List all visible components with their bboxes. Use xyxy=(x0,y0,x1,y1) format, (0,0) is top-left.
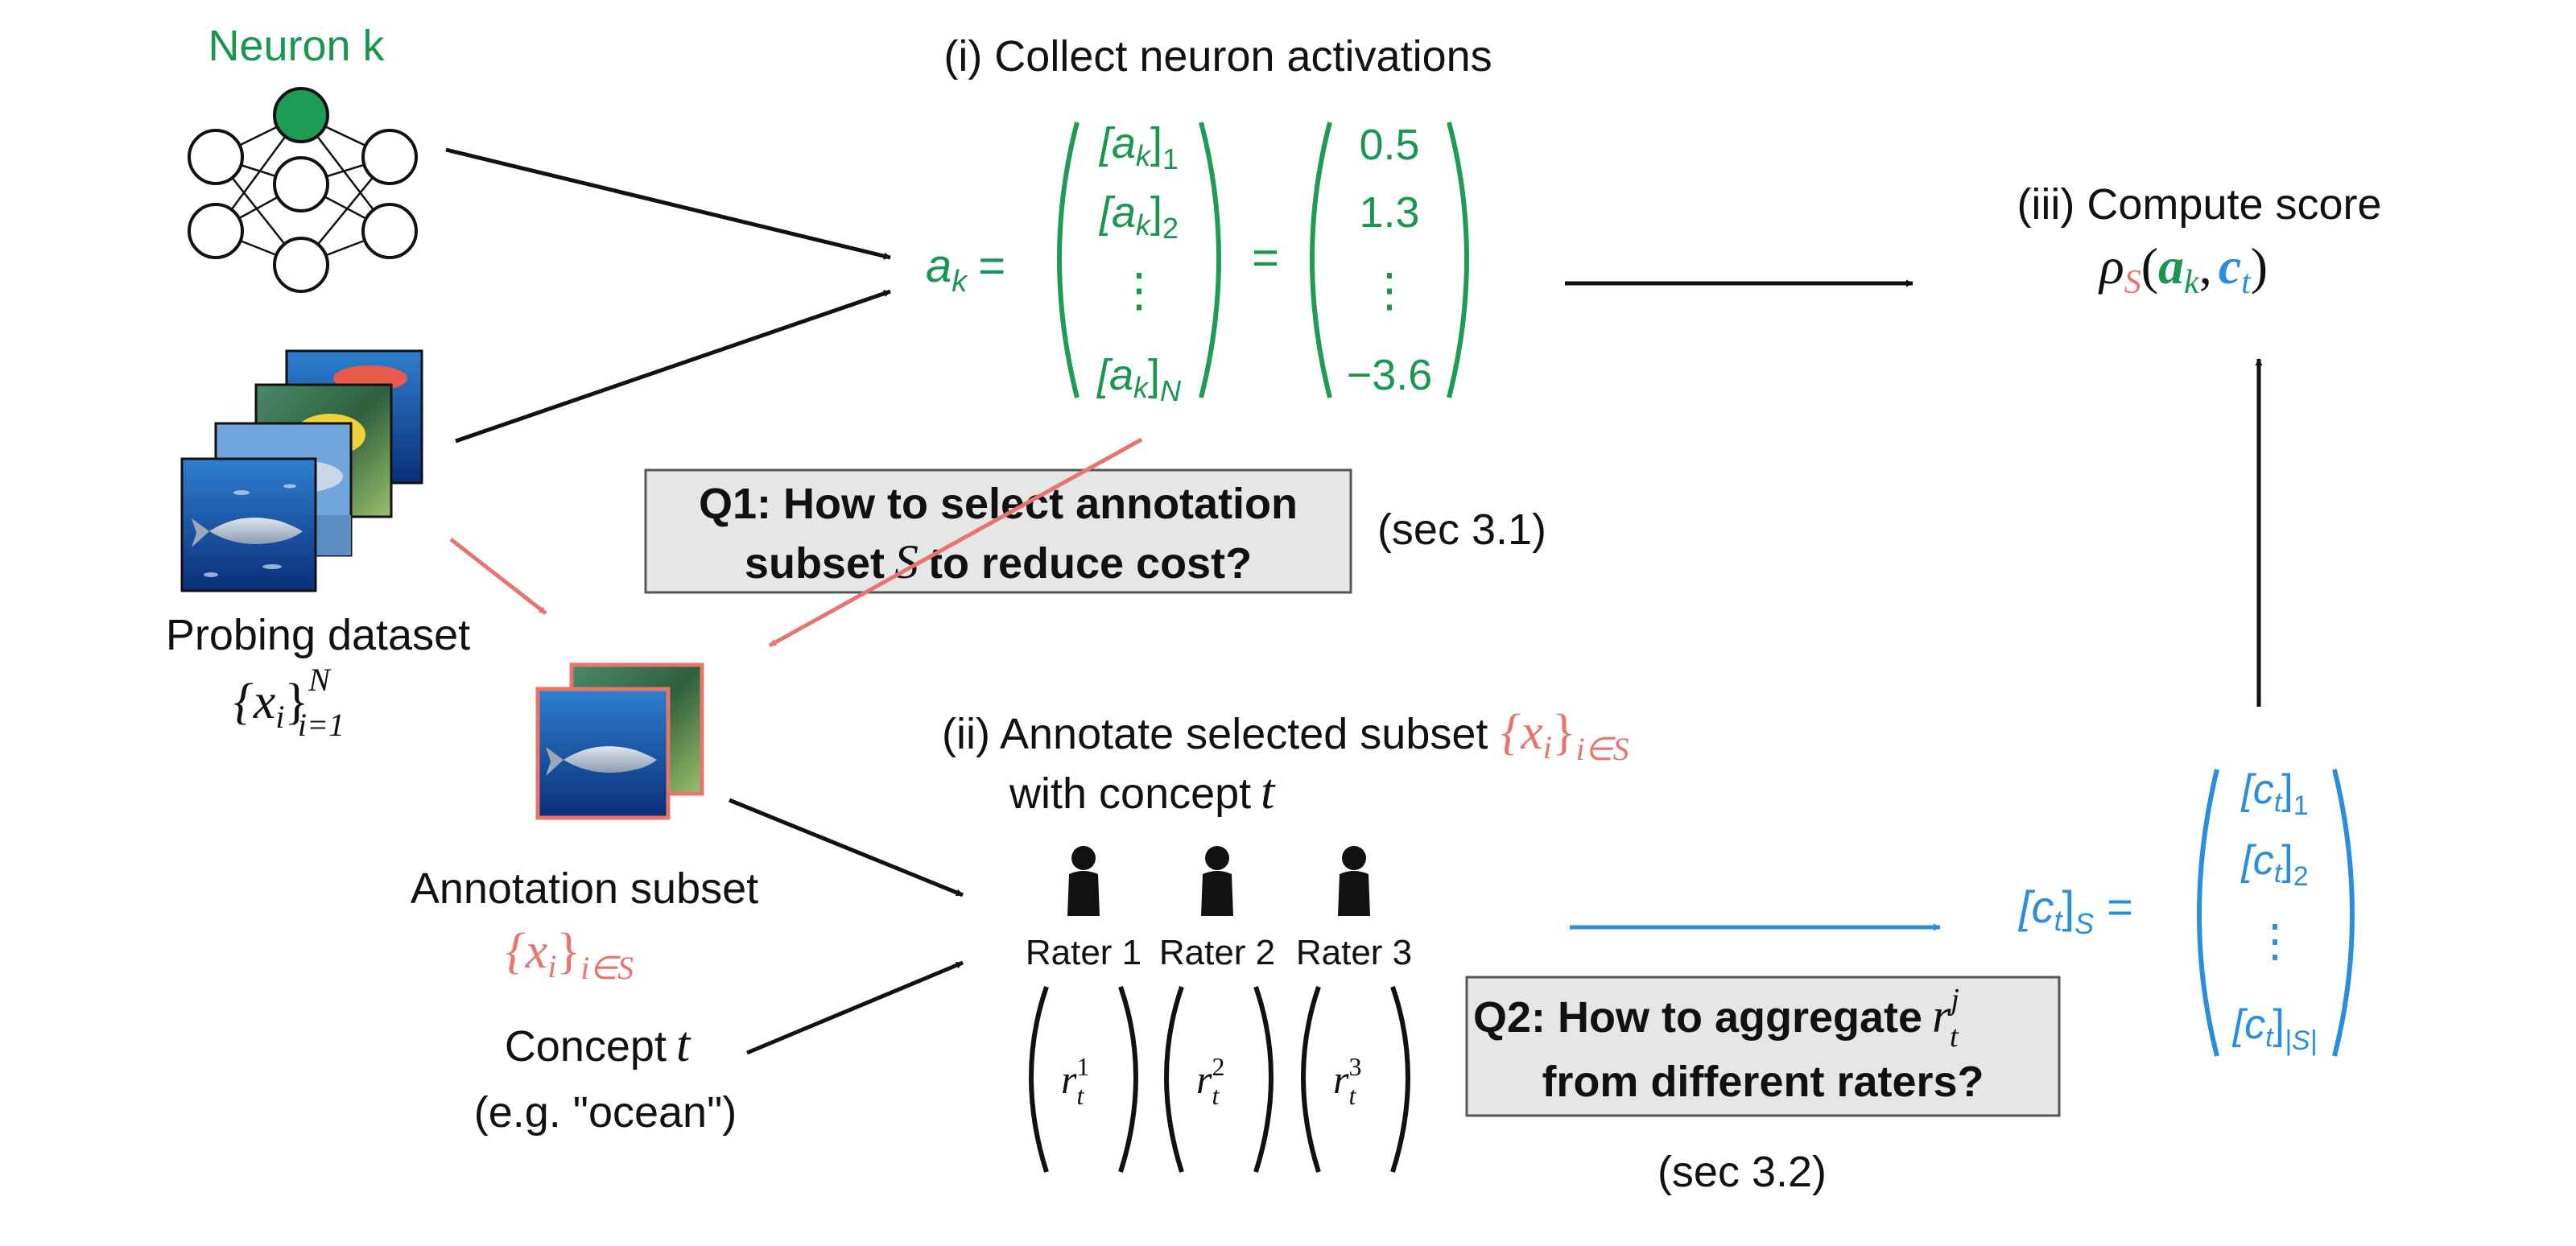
arrow-subset-to-raters xyxy=(729,798,964,897)
activation-vector: ak= [ak]1 [ak]2 ⋮ [ak]N = 0.5 1.3 ⋮ −3.6 xyxy=(926,119,1469,407)
probing-dataset-label: Probing dataset xyxy=(166,611,470,659)
svg-text:[ct]1: [ct]1 xyxy=(2240,766,2308,821)
svg-text:⋮: ⋮ xyxy=(1116,264,1162,316)
annotation-subset-images xyxy=(535,662,704,820)
person-icon xyxy=(1067,846,1100,916)
person-icon xyxy=(1201,846,1233,916)
q2-section-ref: (sec 3.2) xyxy=(1657,1148,1827,1196)
rater-label: Rater 2 xyxy=(1159,933,1275,972)
svg-text:=: = xyxy=(1252,232,1279,284)
svg-text:[ak]N: [ak]N xyxy=(1096,351,1182,407)
activation-value: −3.6 xyxy=(1347,351,1433,399)
arrow-activations-to-subset xyxy=(768,437,1143,648)
q1-section-ref: (sec 3.1) xyxy=(1377,505,1546,554)
svg-text:ak=: ak= xyxy=(926,240,1005,299)
annotation-subset-math: {xi}i∈S xyxy=(506,924,634,986)
svg-text:⋮: ⋮ xyxy=(2252,915,2297,966)
q2-line2: from different raters? xyxy=(1542,1058,1984,1106)
score-formula: ρS(ak,ct) xyxy=(2098,237,2268,301)
svg-text:[ct]|S|: [ct]|S| xyxy=(2232,1001,2318,1056)
svg-text:[ct]S=: [ct]S= xyxy=(2017,881,2133,940)
arrow-concept-to-raters xyxy=(746,960,964,1055)
neural-network-icon: Neuron k xyxy=(188,22,418,293)
arrow-dataset-to-subset xyxy=(449,538,547,615)
rater-label: Rater 3 xyxy=(1296,933,1412,972)
image-stack-icon xyxy=(180,349,423,592)
concept-example: (e.g. "ocean") xyxy=(474,1088,737,1137)
arrows xyxy=(445,147,2263,1055)
svg-text:[ct]2: [ct]2 xyxy=(2240,837,2308,892)
rater-label: Rater 1 xyxy=(1026,933,1141,972)
activation-value: 0.5 xyxy=(1359,121,1419,169)
person-icon xyxy=(1338,846,1370,916)
concept-vector: [ct]S= [ct]1 [ct]2 ⋮ [ct]|S| xyxy=(2017,766,2355,1057)
arrow-network-to-activations xyxy=(445,147,891,260)
svg-text:[ak]2: [ak]2 xyxy=(1098,188,1179,245)
activation-value: 1.3 xyxy=(1359,188,1419,237)
neuron-k-node xyxy=(273,87,329,143)
activation-value: ⋮ xyxy=(1366,264,1413,316)
step3-title: (iii) Compute score xyxy=(2017,180,2381,229)
svg-text:[ak]1: [ak]1 xyxy=(1098,119,1179,175)
step1-title: (i) Collect neuron activations xyxy=(943,32,1492,80)
annotation-subset-label: Annotation subset xyxy=(411,864,758,913)
neuron-label: Neuron k xyxy=(208,22,385,70)
arrow-dataset-to-activations xyxy=(455,289,891,444)
step2-line1: (ii) Annotate selected subset{xi}i∈S xyxy=(942,705,1629,767)
